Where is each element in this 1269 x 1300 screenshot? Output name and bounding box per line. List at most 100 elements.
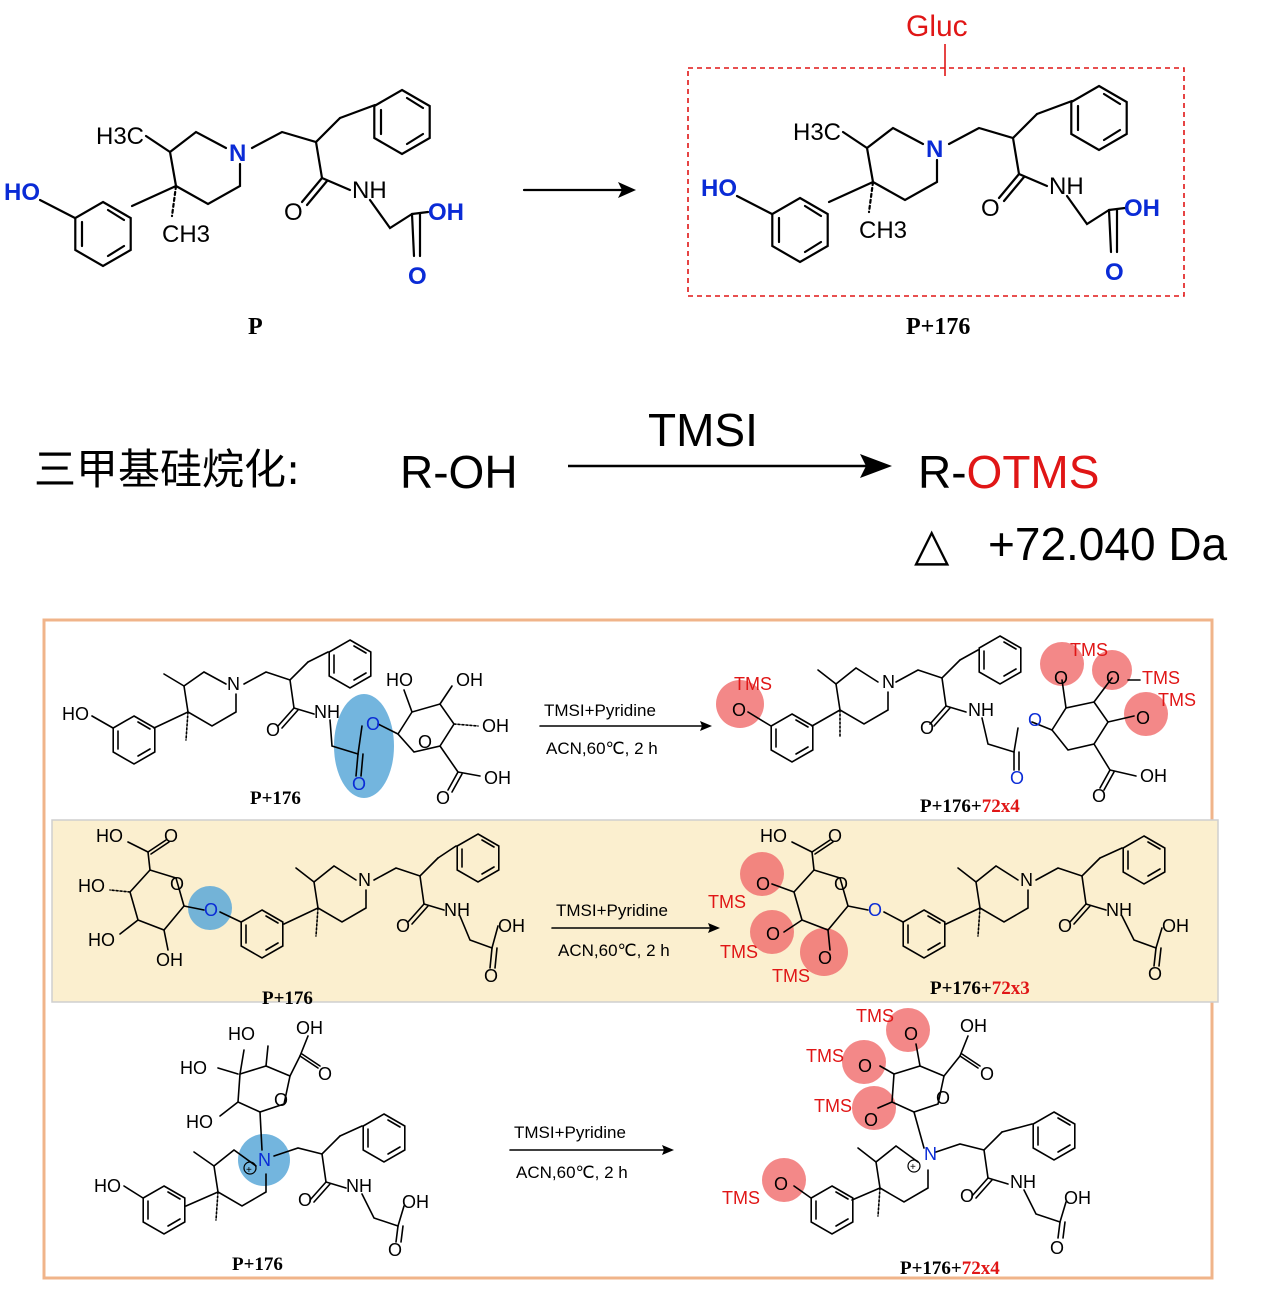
row3-conditions-1: TMSI+Pyridine	[514, 1123, 626, 1142]
r2p-o-2: O	[766, 924, 780, 944]
row3-conditions-2: ACN,60℃, 2 h	[516, 1163, 628, 1182]
r3-ho-1: HO	[228, 1024, 255, 1044]
r1-o-carbonyl: O	[352, 774, 366, 794]
atom-nh: NH	[352, 177, 387, 204]
r1p-o: O	[920, 718, 934, 738]
r1p-tms-1: TMS	[1070, 640, 1108, 660]
r2-oh: OH	[498, 916, 525, 936]
r1p-o-2: O	[1106, 668, 1120, 688]
r1-oh-sugar2: OH	[482, 716, 509, 736]
r3p-o: O	[960, 1186, 974, 1206]
atom-oh: OH	[428, 199, 464, 226]
row2-arrowhead	[708, 923, 720, 933]
atom-ch3-2: CH3	[859, 217, 907, 244]
r1p-n: N	[882, 672, 895, 692]
product-prefix: R-	[918, 446, 967, 498]
r3-o-carbonyl: O	[388, 1240, 402, 1260]
reagent-tmsi: TMSI	[648, 404, 758, 456]
r2-o-carbonyl: O	[484, 966, 498, 986]
r3p-o-3: O	[864, 1110, 878, 1130]
row2-reactant	[109, 833, 500, 969]
reaction-arrow-tmsi	[568, 454, 892, 478]
r3p-tms-3: TMS	[814, 1096, 852, 1116]
row2-right-label: P+176+72x3	[930, 978, 1030, 999]
r2p-o-3: O	[818, 948, 832, 968]
delta-symbol: △	[914, 518, 950, 570]
r2p-tms-2: TMS	[720, 942, 758, 962]
row1-reactant	[91, 639, 481, 798]
atom-nh-2: NH	[1049, 173, 1084, 200]
row2-left-label: P+176	[262, 988, 313, 1009]
r3p-oh: OH	[1064, 1188, 1091, 1208]
r1-ring-o: O	[418, 732, 432, 752]
r1p-o-3: O	[1136, 708, 1150, 728]
r1-acid-oh: OH	[484, 768, 511, 788]
gluc-box	[687, 44, 1185, 297]
r2p-tms-3: TMS	[772, 966, 810, 986]
delta-mass: +72.040 Da	[988, 518, 1228, 570]
r1p-o-carbonyl: O	[1010, 768, 1024, 788]
r3-ho-phenol: HO	[94, 1176, 121, 1196]
row1-conditions-1: TMSI+Pyridine	[544, 701, 656, 720]
row1-right-label-prefix: P+176+	[920, 796, 982, 817]
r2-ho-1: HO	[78, 876, 105, 896]
r2p-o-1: O	[756, 874, 770, 894]
row3-left-label: P+176	[232, 1254, 283, 1275]
atom-ch3: CH3	[162, 221, 210, 248]
r3p-tms-1: TMS	[856, 1006, 894, 1026]
row3-right-label-prefix: P+176+	[900, 1258, 962, 1279]
r3-acid-o: O	[318, 1064, 332, 1084]
r2p-ring-o: O	[834, 874, 848, 894]
r3-ring-o: O	[274, 1090, 288, 1110]
r2p-n: N	[1020, 870, 1033, 890]
r2p-o-link: O	[868, 900, 882, 920]
r3p-tms-4: TMS	[722, 1188, 760, 1208]
atom-o: O	[284, 199, 303, 226]
r3p-charge: +	[910, 1162, 916, 1173]
atom-o-carbonyl-2: O	[1105, 259, 1124, 286]
r3p-tms-2: TMS	[806, 1046, 844, 1066]
molecule-p	[38, 88, 431, 268]
r2-ring-o: O	[170, 874, 184, 894]
r1p-o-1: O	[1054, 668, 1068, 688]
r1-ho-sugar: HO	[386, 670, 413, 690]
r3-nh: NH	[346, 1176, 372, 1196]
r1-nh: NH	[314, 702, 340, 722]
r1-ho: HO	[62, 704, 89, 724]
r1p-tms-3: TMS	[1158, 690, 1196, 710]
row2-right-label-prefix: P+176+	[930, 978, 992, 999]
r3p-o-1: O	[904, 1024, 918, 1044]
r1p-tms-phenol: TMS	[734, 674, 772, 694]
r2p-acid-ho: HO	[760, 826, 787, 846]
r2p-acid-o: O	[828, 826, 842, 846]
row3-right-label: P+176+72x4	[900, 1258, 1000, 1279]
row3-product	[762, 1008, 1076, 1239]
atom-n-2: N	[926, 136, 943, 163]
r1p-tms-2: TMS	[1142, 668, 1180, 688]
row1-right-label-red: 72x4	[982, 796, 1021, 817]
r1-o: O	[266, 720, 280, 740]
reaction-arrow-top	[522, 182, 636, 198]
row2-conditions-1: TMSI+Pyridine	[556, 901, 668, 920]
r2p-o-carbonyl: O	[1148, 964, 1162, 984]
label-p-176: P+176	[906, 314, 970, 340]
silylation-label: 三甲基硅烷化:	[34, 445, 300, 494]
r3-ho-2: HO	[180, 1058, 207, 1078]
r1-acid-o: O	[436, 788, 450, 808]
r2-oh-3: OH	[156, 950, 183, 970]
r2-o: O	[396, 916, 410, 936]
r2-nh: NH	[444, 900, 470, 920]
row1-product	[716, 635, 1168, 791]
r2-o-link: O	[204, 900, 218, 920]
r1p-o-ester: O	[1028, 710, 1042, 730]
r3p-ring-o: O	[936, 1088, 950, 1108]
r3p-o-2: O	[858, 1056, 872, 1076]
row3-reactant	[123, 1035, 406, 1243]
row2-product	[740, 835, 1166, 976]
r3p-acid-o: O	[980, 1064, 994, 1084]
atom-n: N	[229, 140, 246, 167]
r3-o: O	[298, 1190, 312, 1210]
atom-ho: HO	[4, 179, 40, 206]
r3p-n: N	[924, 1144, 937, 1164]
